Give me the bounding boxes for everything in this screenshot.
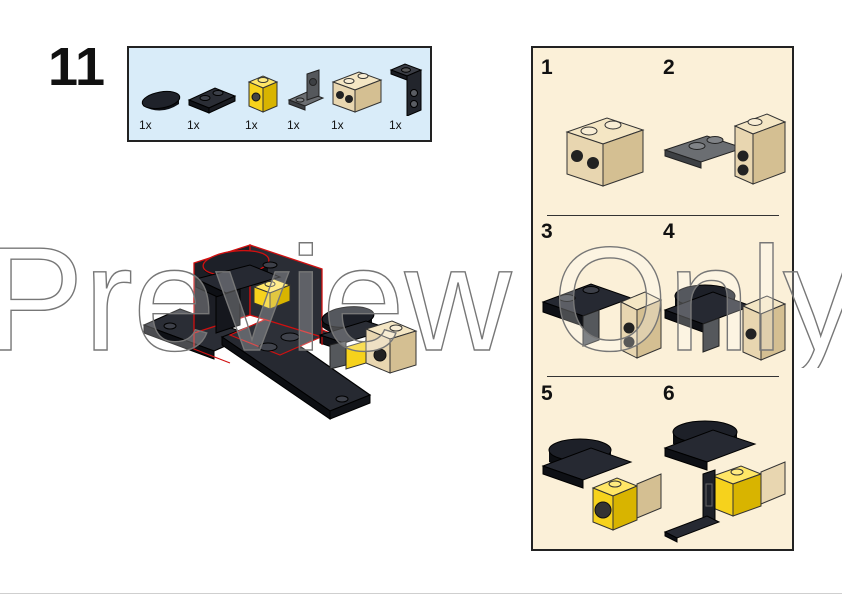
substep-divider: [547, 376, 779, 377]
substep-6: 6: [663, 382, 788, 547]
substep-number: 5: [541, 382, 553, 405]
part-quantity: 1x: [187, 118, 200, 132]
part-item: 1x: [137, 56, 185, 136]
substep-6-illustration: [663, 420, 786, 543]
substep-1: 1: [541, 56, 661, 206]
part-item: 1x: [243, 56, 291, 136]
part-quantity: 1x: [245, 118, 258, 132]
part-quantity: 1x: [139, 118, 152, 132]
substep-number: 3: [541, 220, 553, 243]
part-quantity: 1x: [389, 118, 402, 132]
part-item: 1x: [185, 56, 237, 136]
substep-number: 4: [663, 220, 675, 243]
part-item: 1x: [387, 56, 435, 136]
part-item: 1x: [329, 56, 383, 136]
page-footer-line: [0, 593, 842, 594]
substep-2-illustration: [663, 113, 787, 185]
substep-3-illustration: [541, 283, 663, 359]
step-number: 11: [48, 37, 106, 97]
substep-3: 3: [541, 220, 663, 370]
substep-number: 2: [663, 56, 675, 79]
part-quantity: 1x: [287, 118, 300, 132]
substep-1-illustration: [565, 117, 645, 187]
parts-list-box: 1x 1x 1x 1x: [127, 46, 432, 142]
substep-4-illustration: [663, 284, 787, 361]
substep-5-illustration: [541, 438, 662, 531]
black-tile-oval-icon: [141, 90, 181, 111]
black-plate-1x2-icon: [187, 87, 237, 114]
substep-divider: [547, 215, 779, 216]
substep-5: 5: [541, 382, 662, 547]
substep-4: 4: [663, 220, 788, 370]
black-bracket-inverted-icon: [389, 63, 423, 116]
substep-number: 1: [541, 56, 553, 79]
part-item: 1x: [285, 56, 333, 136]
substep-2: 2: [663, 56, 788, 206]
main-model-illustration: [142, 244, 418, 420]
substep-number: 6: [663, 382, 675, 405]
yellow-brick-with-hole-icon: [247, 75, 279, 113]
substeps-panel: 1 2 3: [531, 46, 794, 551]
tan-brick-side-studs-icon: [331, 71, 383, 113]
dark-gray-bracket-icon: [287, 69, 325, 111]
part-quantity: 1x: [331, 118, 344, 132]
